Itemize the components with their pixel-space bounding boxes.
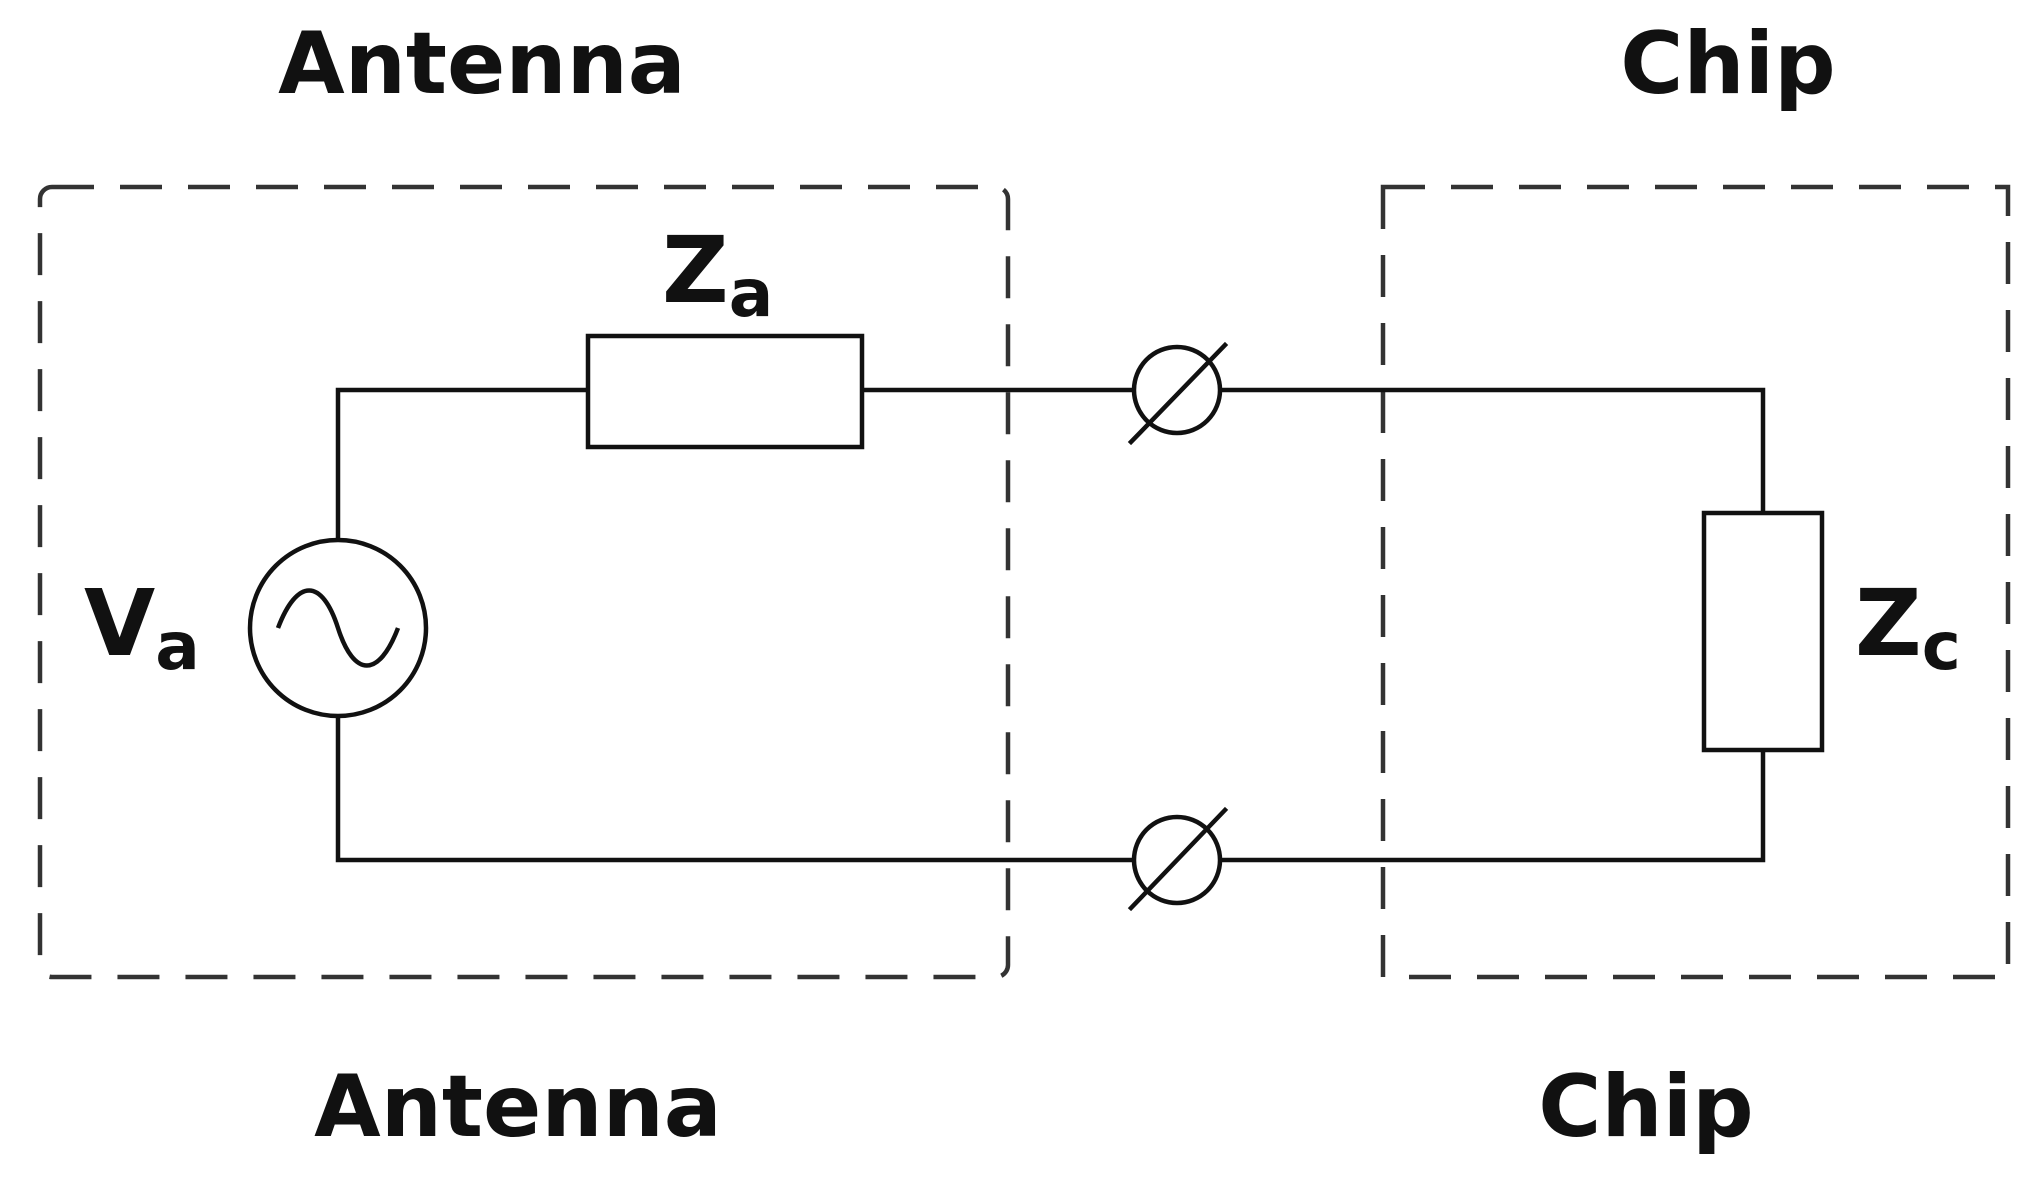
antenna-impedance-resistor xyxy=(585,333,865,450)
chip-title-top: Chip xyxy=(1620,14,1835,114)
chip-impedance-resistor xyxy=(1701,510,1825,753)
chip-impedance-subscript: c xyxy=(1922,608,1961,685)
chip-dashed-box xyxy=(1380,184,2011,980)
source-voltage-label: Va xyxy=(84,570,200,685)
top-wire-right xyxy=(859,387,1766,516)
chip-impedance-symbol: Z xyxy=(1855,570,1922,677)
terminal-top xyxy=(1127,341,1229,446)
chip-title-bottom: Chip xyxy=(1538,1057,1753,1157)
antenna-impedance-symbol: Z xyxy=(662,217,729,324)
terminal-bottom-slash xyxy=(1127,806,1229,912)
terminal-top-circle xyxy=(1131,344,1223,436)
source-voltage-symbol: V xyxy=(84,570,155,677)
antenna-impedance-subscript: a xyxy=(729,255,774,332)
antenna-dashed-box xyxy=(37,184,1011,980)
ac-voltage-source xyxy=(247,537,429,719)
antenna-title-bottom: Antenna xyxy=(314,1057,722,1157)
antenna-title-top: Antenna xyxy=(278,14,686,114)
sine-wave-icon xyxy=(275,588,401,668)
circuit-wires xyxy=(335,387,1766,863)
terminal-top-slash xyxy=(1127,341,1229,446)
antenna-impedance-label: Za xyxy=(662,217,773,332)
terminal-bottom xyxy=(1127,806,1229,912)
chip-return-wire xyxy=(335,713,1766,863)
source-voltage-subscript: a xyxy=(155,608,200,685)
top-wire-left xyxy=(335,387,591,543)
chip-impedance-label: Zc xyxy=(1855,570,1961,685)
